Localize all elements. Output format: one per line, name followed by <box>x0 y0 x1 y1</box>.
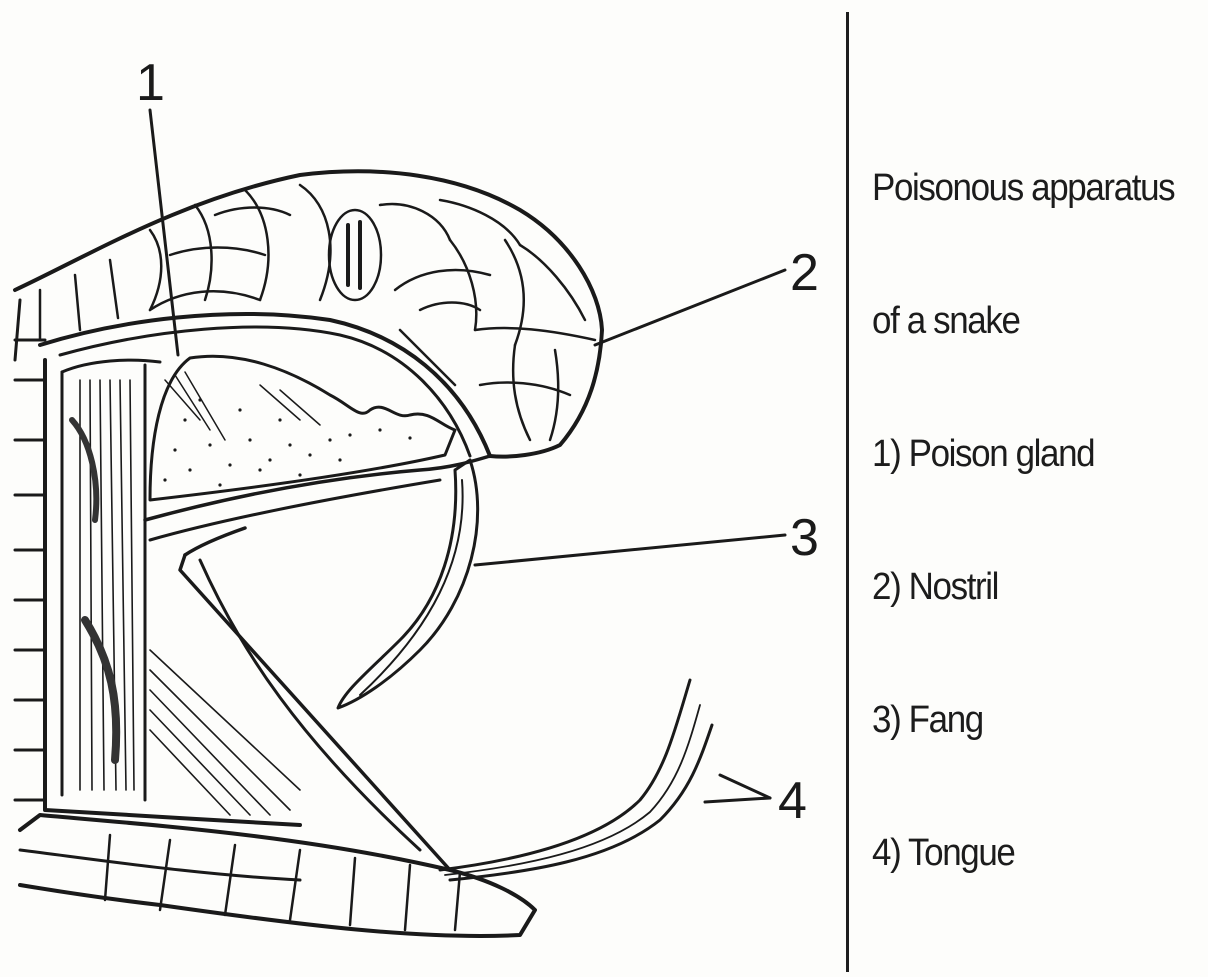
lower-jaw-scales <box>105 835 460 930</box>
caption-item-poison-gland: 1) Poison gland <box>872 436 1176 569</box>
diagram-caption: Poisonous apparatus of a snake 1) Poison… <box>872 170 1176 968</box>
poison-gland <box>150 356 455 500</box>
caption-item-fang: 3) Fang <box>872 702 1176 835</box>
caption-item-tongue: 4) Tongue <box>872 835 1176 968</box>
leader-lines <box>150 110 785 802</box>
caption-title-line2: of a snake <box>872 303 1176 436</box>
head-scales <box>40 185 595 440</box>
tongue <box>440 680 712 880</box>
label-4: 4 <box>778 772 807 830</box>
label-3: 3 <box>790 509 819 567</box>
label-2: 2 <box>790 244 819 302</box>
caption-title-line1: Poisonous apparatus <box>872 170 1176 303</box>
snake-head-outline <box>15 171 602 456</box>
label-1: 1 <box>136 54 165 112</box>
fang <box>338 460 478 708</box>
jaw-muscle <box>72 380 300 815</box>
lower-jaw <box>20 528 535 936</box>
caption-item-nostril: 2) Nostril <box>872 569 1176 702</box>
neck-scales <box>15 340 45 800</box>
vertical-divider <box>846 12 849 972</box>
